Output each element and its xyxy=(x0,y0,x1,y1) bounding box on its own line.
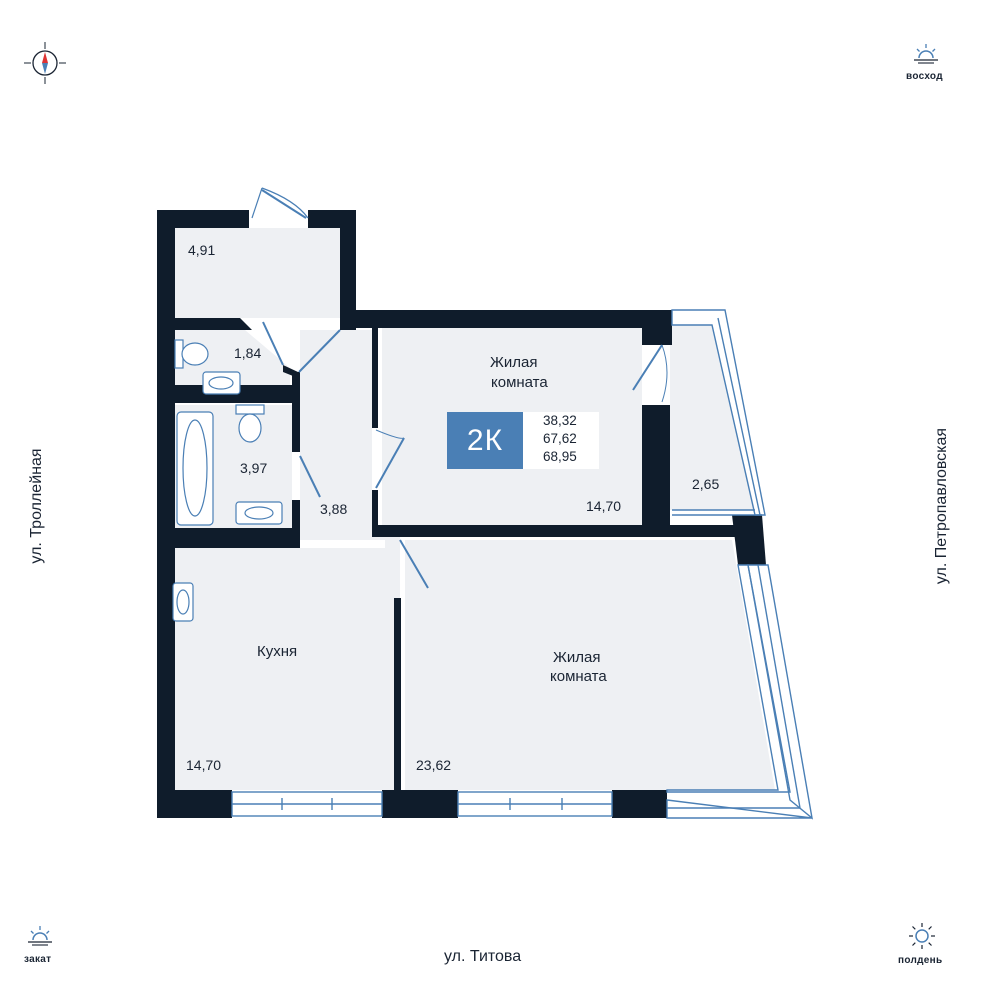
area-living: 38,32 xyxy=(543,413,577,428)
area-total: 67,62 xyxy=(543,431,577,446)
compass-icon xyxy=(24,42,66,84)
floor-living-2 xyxy=(405,540,775,790)
living2-name-line1: Жилая xyxy=(553,649,600,666)
hallway-area: 4,91 xyxy=(188,242,215,258)
wall-living1-top xyxy=(340,310,672,328)
wall-bath-right xyxy=(292,372,300,452)
fixtures xyxy=(172,339,283,622)
living2-area: 23,62 xyxy=(416,757,451,773)
apartment-areas: 38,32 67,62 68,95 xyxy=(543,412,577,466)
floor-balcony xyxy=(670,325,755,510)
windows xyxy=(231,309,814,820)
wall-left-outer xyxy=(157,210,175,818)
wall-living1-bottom xyxy=(372,525,742,537)
sunset-label: закат xyxy=(24,954,52,965)
living1-name-line2: комната xyxy=(491,374,548,391)
wall-top-left xyxy=(157,210,249,228)
wall-corridor-left-lower xyxy=(372,490,378,535)
wall-bottom-mid-block xyxy=(382,790,458,818)
wall-bath-right-lower xyxy=(292,500,300,548)
floor-toilet xyxy=(175,330,290,385)
wall-toilet-top xyxy=(175,318,252,330)
doors xyxy=(251,187,668,589)
wall-living1-right-top xyxy=(642,310,672,345)
balcony-area: 2,65 xyxy=(692,476,719,492)
bathroom-area: 3,97 xyxy=(240,460,267,476)
street-left: ул. Троллейная xyxy=(28,448,45,564)
wall-balcony-corner xyxy=(732,515,766,565)
wall-bottom-left-block xyxy=(157,790,232,818)
kitchen-name: Кухня xyxy=(257,643,297,660)
wall-living1-right xyxy=(642,405,670,535)
floor-corridor xyxy=(300,330,400,790)
area-with-balcony: 68,95 xyxy=(543,449,577,464)
apartment-type-tag: 2К xyxy=(447,412,523,469)
sunrise-label: восход xyxy=(906,71,943,82)
toilet-area: 1,84 xyxy=(234,345,261,361)
floor-kitchen xyxy=(175,548,385,790)
apartment-badge: 2К 38,32 67,62 68,95 xyxy=(447,412,599,469)
living1-area: 14,70 xyxy=(586,498,621,514)
balcony-glazing-right xyxy=(747,564,814,820)
walls xyxy=(157,210,766,818)
wall-bottom-right-block xyxy=(612,790,667,818)
wall-kitchen-right xyxy=(394,598,401,790)
wall-corridor-left-upper xyxy=(372,328,378,428)
window-living-2-side xyxy=(666,564,791,793)
street-bottom: ул. Титова xyxy=(444,948,522,965)
corridor-area: 3,88 xyxy=(320,501,347,517)
toilet-bath xyxy=(235,404,265,415)
sunset-icon xyxy=(28,926,52,946)
door-entrance xyxy=(251,187,309,219)
floor-hallway xyxy=(175,228,340,318)
wall-hall-right xyxy=(340,210,356,330)
living2-name-line2: комната xyxy=(550,668,607,685)
sun-label: полдень xyxy=(898,955,943,966)
kitchen-area: 14,70 xyxy=(186,757,221,773)
living1-name-line1: Жилая xyxy=(490,354,537,371)
sunrise-icon xyxy=(914,44,938,64)
sun-icon xyxy=(909,923,935,949)
floor-areas xyxy=(175,228,775,790)
balcony-glazing-bottom xyxy=(666,799,813,819)
street-right: ул. Петропавловская xyxy=(933,427,950,585)
wall-bath-bottom xyxy=(175,528,300,548)
